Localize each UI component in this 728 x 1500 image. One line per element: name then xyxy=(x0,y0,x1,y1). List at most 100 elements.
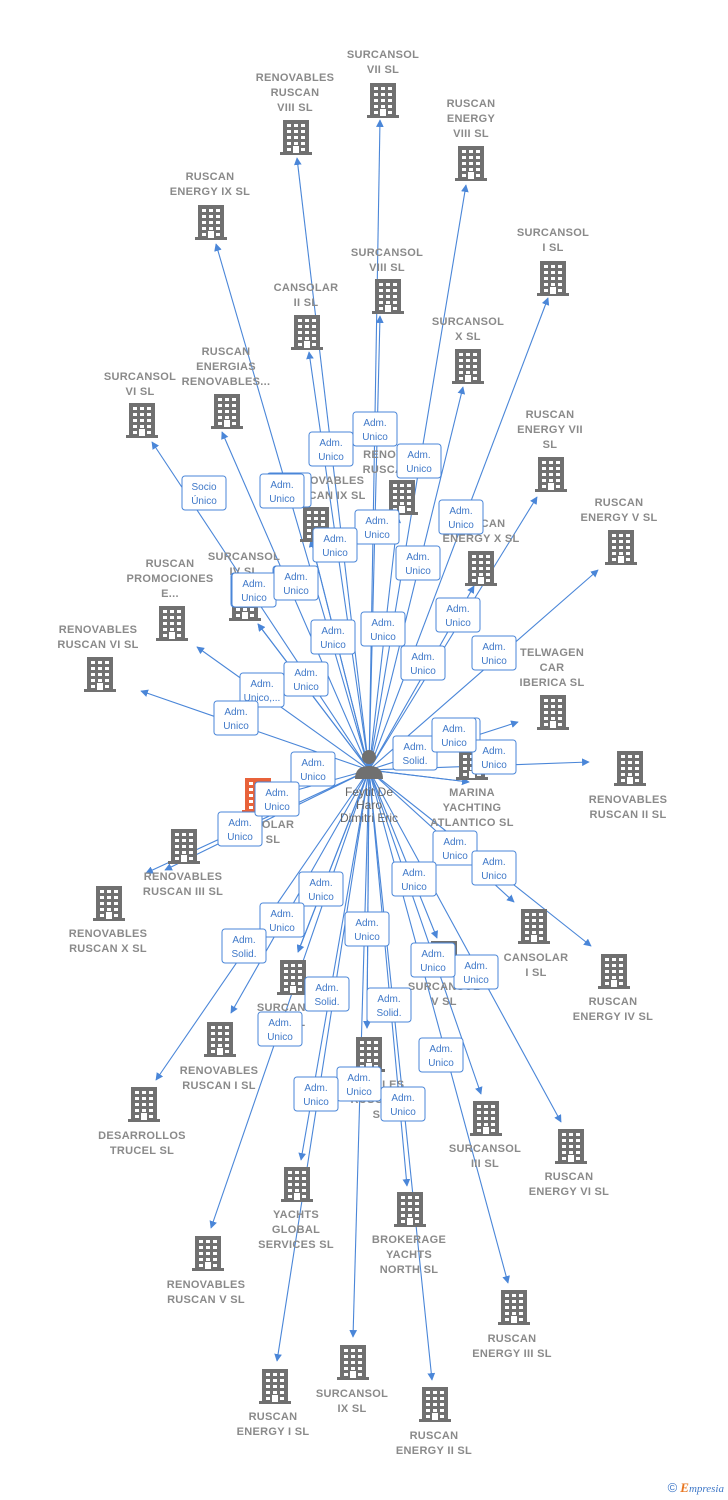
relation-text: Unico xyxy=(223,721,249,732)
building-icon xyxy=(452,349,484,384)
relation-label[interactable]: Adm.Unico xyxy=(471,850,517,886)
relation-label[interactable]: Adm.Unico xyxy=(336,1066,382,1102)
relation-label[interactable]: Adm.Unico xyxy=(453,954,499,990)
relation-label[interactable]: Adm.Unico xyxy=(254,781,300,817)
relation-label[interactable]: Adm.Solid. xyxy=(366,987,412,1023)
relation-label[interactable]: Adm.Unico xyxy=(438,499,484,535)
relation-box xyxy=(257,1011,303,1047)
relation-label[interactable]: Adm.Unico xyxy=(310,619,356,655)
relation-label[interactable]: Adm.Unico,... xyxy=(239,672,285,708)
relation-label[interactable]: Adm.Solid. xyxy=(392,735,438,771)
relation-label[interactable]: Adm.Unico xyxy=(431,717,477,753)
relation-label[interactable]: Adm.Unico xyxy=(257,1011,303,1047)
relation-label[interactable]: Adm.Unico xyxy=(380,1086,426,1122)
relation-label[interactable]: Adm.Unico xyxy=(435,597,481,633)
relation-text: Unico xyxy=(354,932,380,943)
relation-label[interactable]: Adm.Unico xyxy=(471,635,517,671)
relation-label[interactable]: Adm.Unico xyxy=(273,565,319,601)
relation-text: Unico xyxy=(320,640,346,651)
relation-text: Adm. xyxy=(265,788,288,799)
relation-label[interactable]: Adm.Unico xyxy=(400,645,446,681)
relation-label[interactable]: Adm.Unico xyxy=(354,509,400,545)
company-name-line: ATLANTICO SL xyxy=(430,817,513,829)
company-name-line: TELWAGEN xyxy=(520,647,584,659)
relation-text: Unico xyxy=(481,871,507,882)
relation-text: Unico xyxy=(405,566,431,577)
company-name-line: IBERICA SL xyxy=(520,677,585,689)
relation-label[interactable]: Adm.Unico xyxy=(290,751,336,787)
relation-label[interactable]: Adm.Unico xyxy=(352,411,398,447)
relation-label[interactable]: Adm.Unico xyxy=(293,1076,339,1112)
relation-label[interactable]: Adm.Unico xyxy=(298,871,344,907)
company-node-ruscanpromociones[interactable]: RUSCANPROMOCIONESE... xyxy=(126,558,213,641)
relation-label[interactable]: Adm.Unico xyxy=(432,830,478,866)
company-name-line: RENOVABLES xyxy=(256,72,335,84)
relation-label[interactable]: Adm.Unico xyxy=(259,473,305,509)
relation-label[interactable]: Adm.Unico xyxy=(360,611,406,647)
relation-label[interactable]: Adm.Unico xyxy=(217,811,263,847)
relation-label[interactable]: Adm.Solid. xyxy=(304,976,350,1012)
relation-label[interactable]: Adm.Unico xyxy=(391,861,437,897)
relation-label[interactable]: Adm.Unico xyxy=(395,545,441,581)
relation-label[interactable]: Adm.Unico xyxy=(308,431,354,467)
relation-text: Unico xyxy=(442,851,468,862)
relation-label[interactable]: Adm.Unico xyxy=(418,1037,464,1073)
relation-text: Adm. xyxy=(464,961,487,972)
relation-box xyxy=(312,527,358,563)
building-icon xyxy=(168,829,200,864)
company-name-line: MARINA xyxy=(449,787,495,799)
relation-label[interactable]: Adm.Unico xyxy=(471,739,517,775)
brand-initial: E xyxy=(680,1480,689,1495)
relation-label[interactable]: Adm.Unico xyxy=(213,700,259,736)
relation-text: Socio xyxy=(191,482,216,493)
relation-label[interactable]: Adm.Unico xyxy=(259,902,305,938)
relation-label[interactable]: Adm.Unico xyxy=(312,527,358,563)
relation-label[interactable]: Adm.Unico xyxy=(231,572,277,608)
relation-label[interactable]: Adm.Unico xyxy=(283,661,329,697)
relation-box xyxy=(366,987,412,1023)
relation-box xyxy=(396,443,442,479)
company-name-line: X SL xyxy=(455,331,481,343)
relation-label[interactable]: Adm.Unico xyxy=(410,942,456,978)
relation-label[interactable]: Adm.Solid. xyxy=(221,928,267,964)
relation-label[interactable]: Adm.Unico xyxy=(344,911,390,947)
relation-label[interactable]: Adm.Unico xyxy=(396,443,442,479)
company-node-ruscanenergias[interactable]: RUSCANENERGIASRENOVABLES... xyxy=(182,346,271,429)
edge-ruscanenergy7 xyxy=(368,496,538,771)
company-name-line: RENOVABLES xyxy=(144,871,223,883)
relation-text: Unico xyxy=(370,632,396,643)
